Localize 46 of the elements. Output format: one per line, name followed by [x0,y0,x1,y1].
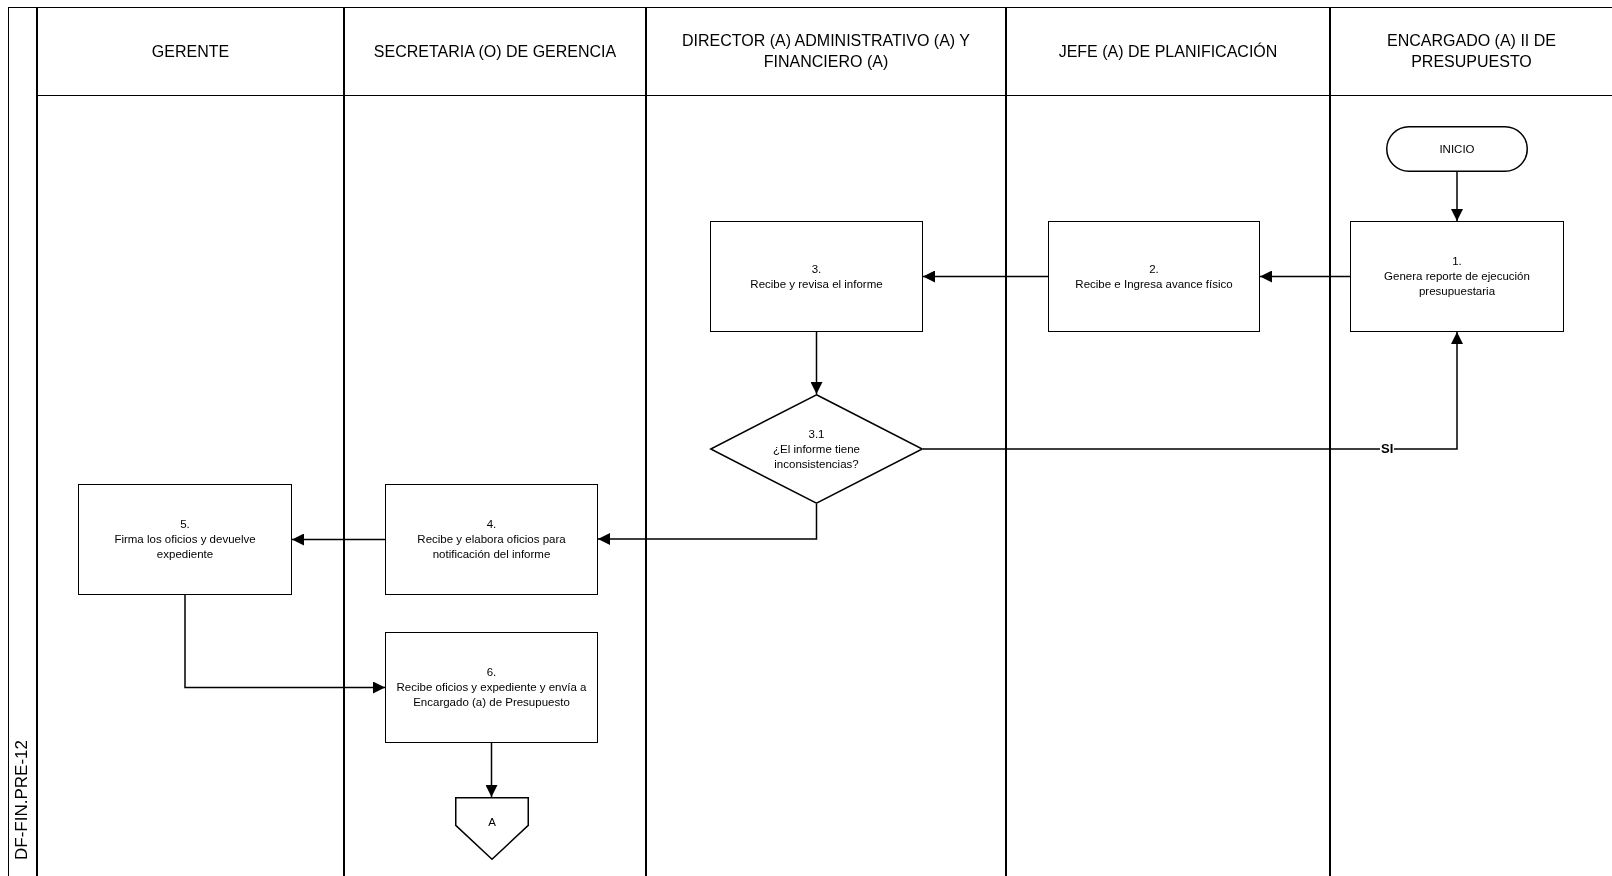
step-text: INICIO [1439,141,1475,157]
arrow [810,331,823,395]
arrow [1259,270,1351,283]
lane-header: SECRETARIA (O) DE GERENCIA [345,7,645,96]
process-box [1048,221,1260,332]
offpage-connector [455,797,529,860]
step-text: ¿El informe tiene inconsistencias? [772,441,861,472]
step-number: 3. [811,261,822,277]
step-text: Recibe y elabora oficios para notificación del informe [416,532,567,562]
step-number: 2. [1149,261,1159,277]
step-number: 4. [486,517,497,532]
lane-header: JEFE (A) DE PLANIFICACIÓN [1007,7,1329,96]
step-text: Recibe oficios y expediente y envía a Encargado (a) de Presupuesto [395,680,588,710]
step-text: Genera reporte de ejecución presupuestaria [1383,269,1531,299]
swimlane [645,7,1005,876]
step-text: Recibe e Ingresa avance físico [1075,276,1233,292]
arrow [922,331,1463,450]
process-box [385,632,598,743]
step-text: A [488,815,496,830]
step-number: 3.1 [808,426,825,442]
decision-diamond [710,394,923,504]
lane-header: ENCARGADO (A) II DE PRESUPUESTO [1331,7,1612,96]
step-text: Firma los oficios y devuelve expediente [113,532,257,562]
step-text: Recibe y revisa el informe [750,276,883,292]
arrow [922,270,1049,283]
arrow [597,503,818,545]
lane-header: DIRECTOR (A) ADMINISTRATIVO (A) Y FINANCIERO (A) [647,7,1005,96]
arrow [291,533,386,546]
arrow [184,594,386,694]
arrow [485,742,498,798]
document-code: DF-FIN.PRE-12 [11,740,32,860]
step-number: 1. [1452,254,1462,269]
process-box [1350,221,1564,332]
swimlane [1329,7,1612,876]
terminal-shape [1386,126,1528,172]
arrow [1451,171,1463,222]
swimlane [343,7,645,876]
edge-label: SI [1380,442,1395,456]
step-number: 5. [180,517,190,532]
process-box [710,221,923,332]
swimlane [36,7,343,876]
step-number: 6. [486,665,497,680]
process-box [78,484,292,595]
process-box [385,484,598,595]
lane-header: GERENTE [38,7,343,96]
swimlane [1005,7,1329,876]
